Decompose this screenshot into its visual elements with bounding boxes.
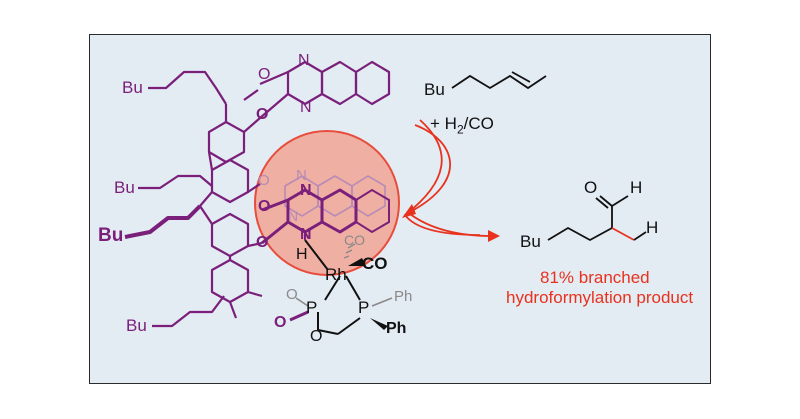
o-atom-top-1: O (258, 66, 271, 83)
o-atom-top-2: O (256, 106, 269, 123)
reagent-prefix: + H (430, 114, 457, 133)
n-atom-ghost-2: N (288, 208, 299, 224)
reagent-subscript: 2 (456, 122, 464, 137)
rh-metal: Rh (325, 265, 347, 284)
ghost-quinoxaline (284, 175, 386, 217)
p-o-bold-bond (289, 310, 309, 322)
phosphorus-2: P (358, 298, 370, 317)
co-ligand-front: CO (362, 254, 388, 273)
nh-rh-bond (304, 239, 329, 271)
bu-label-top: Bu (122, 78, 143, 97)
phosphorus-1: P (306, 298, 318, 317)
ring-oxygen: O (310, 328, 323, 345)
right-arrow (409, 213, 493, 237)
bu-label-bottom: Bu (126, 316, 147, 335)
product-aldehyde-h: H (630, 178, 643, 197)
product-bu: Bu (520, 232, 541, 251)
nh-hydrogen: H (296, 246, 308, 263)
product-oxygen: O (584, 178, 598, 197)
substrate-bu: Bu (424, 80, 445, 99)
panel-background (89, 34, 711, 384)
o-atom-mid-1: O (258, 172, 270, 189)
right-arrowhead (488, 230, 500, 242)
o-atom-low-2: O (274, 314, 287, 331)
p-o-grey-bond (295, 297, 309, 307)
bu-label-mid: Bu (114, 178, 135, 197)
co-ligand-back: CO (344, 232, 365, 248)
n-atom-top-1: N (298, 52, 310, 69)
o-atom-mid-2: O (258, 198, 271, 215)
curve-arc (409, 124, 451, 213)
product-methyl-h: H (646, 218, 659, 237)
o-atom-low-1: O (286, 286, 298, 303)
o-atom-mid-3: O (256, 234, 269, 251)
product-skeleton (547, 195, 629, 242)
rh-bonds (317, 275, 361, 335)
substrate-skeleton (451, 71, 547, 90)
ligand-backbone (124, 60, 391, 328)
phenyl-bold: Ph (386, 320, 407, 337)
p-ph-wedge (370, 318, 388, 330)
rh-co-hash (343, 243, 356, 259)
product-caption-line1: 81% branched (540, 268, 650, 287)
front-benzo (355, 188, 390, 234)
n-atom-ghost-1: N (296, 167, 307, 184)
product-methyl-red (611, 227, 635, 241)
curve-arrowhead (402, 204, 416, 218)
n-atom-top-2: N (300, 99, 312, 116)
phenyl-grey: Ph (394, 288, 413, 305)
bu-label-bold: Bu (98, 225, 124, 246)
n-atom-front-1: N (300, 182, 312, 199)
product-caption-line2: hydroformylation product (506, 288, 694, 307)
reagent-label: + H2/CO (430, 114, 494, 136)
front-quinoxaline (261, 188, 358, 245)
p-ph-grey-bond (371, 297, 393, 307)
rh-co-wedge (348, 258, 366, 266)
product-ch-bond (633, 231, 647, 241)
reagent-tail: /CO (463, 114, 494, 133)
n-atom-front-2: N (300, 226, 312, 243)
active-site-highlight (254, 130, 400, 276)
